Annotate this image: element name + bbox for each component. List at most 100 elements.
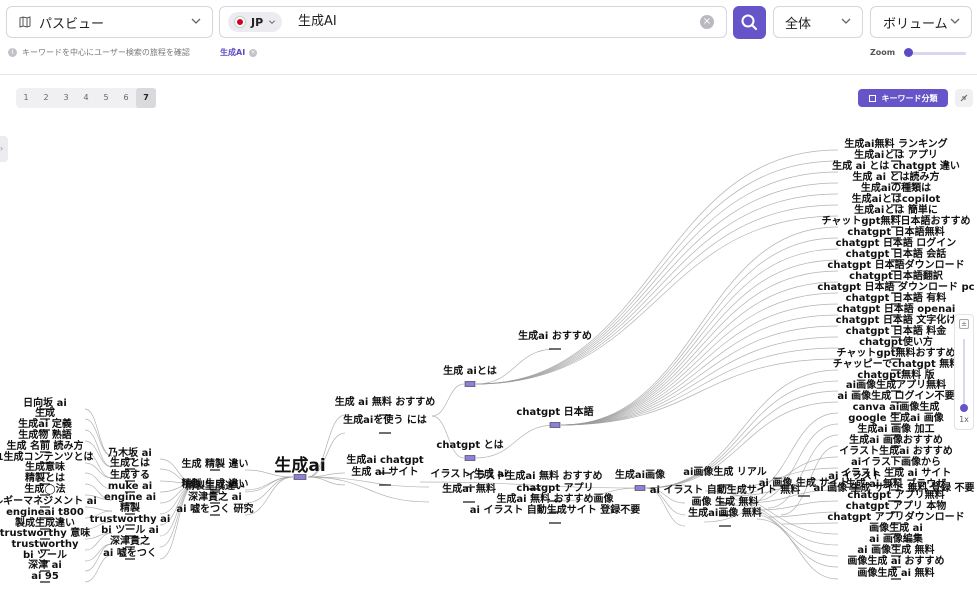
close-icon[interactable]: ×: [249, 48, 258, 57]
vertical-zoom-handle[interactable]: [960, 404, 968, 412]
right-keyword-node[interactable]: chatgpt日本語翻訳: [849, 269, 944, 282]
right-keyword-node[interactable]: chatgpt アプリダウンロード: [827, 510, 964, 523]
right-keyword-node[interactable]: イラスト 生成 ai サイト: [841, 466, 951, 479]
right-keyword-node[interactable]: chatgpt アプリ 本物: [846, 499, 947, 512]
left-keyword-node[interactable]: 生成 精製 違い: [182, 457, 249, 470]
right-keyword-node[interactable]: chatgpt 日本語 有料: [846, 291, 947, 304]
middle-keyword-node[interactable]: 生成ai おすすめ: [518, 329, 592, 342]
right-keyword-node[interactable]: chatgpt 日本語ダウンロード: [827, 258, 964, 271]
keyword-classification-button[interactable]: キーワード分類: [858, 89, 948, 107]
fit-icon[interactable]: ±: [959, 319, 969, 329]
left-keyword-node[interactable]: bi ツール ai: [101, 524, 159, 536]
left-keyword-node[interactable]: engineai t800: [6, 507, 84, 518]
sort-select[interactable]: ボリューム: [870, 6, 972, 38]
middle-keyword-node[interactable]: 生成ai 無料: [442, 482, 496, 495]
view-select[interactable]: パスビュー: [6, 6, 213, 38]
right-keyword-node[interactable]: 画像生成 ai おすすめ: [847, 554, 944, 567]
collapse-button[interactable]: [955, 89, 973, 107]
right-keyword-node[interactable]: 生成ai 画像 加工: [857, 422, 934, 435]
left-keyword-node[interactable]: ai 95: [31, 571, 59, 582]
left-keyword-node[interactable]: ai 嘘をつく: [103, 546, 157, 559]
right-keyword-node[interactable]: ai画像生成アプリ無料: [846, 378, 946, 391]
vertical-zoom-slider[interactable]: [963, 339, 965, 409]
right-keyword-node[interactable]: canva ai画像生成: [853, 400, 940, 413]
step-5[interactable]: 5: [103, 93, 109, 102]
middle-keyword-node[interactable]: ai イラスト 自動生成サイト 登録不要: [470, 503, 640, 516]
right-keyword-node[interactable]: chatgpt 日本語 文字化け: [836, 313, 957, 326]
left-keyword-node[interactable]: 精製 生成 違い: [182, 477, 249, 490]
right-keyword-node[interactable]: 生成 ai とは chatgpt 違い: [832, 159, 960, 172]
step-3[interactable]: 3: [63, 93, 69, 102]
middle-node-bar[interactable]: [464, 455, 476, 461]
left-keyword-node[interactable]: 生成: [35, 406, 55, 419]
left-keyword-node[interactable]: trustworthy 意味: [0, 526, 90, 539]
right-keyword-node[interactable]: チャットgpt無料おすすめ: [837, 346, 956, 359]
step-6[interactable]: 6: [123, 93, 129, 102]
right-keyword-node[interactable]: chatgpt 日本語 料金: [846, 324, 948, 337]
right-keyword-node[interactable]: チャットgpt無料日本語おすすめ: [822, 214, 971, 227]
left-keyword-node[interactable]: 生成意味: [25, 460, 65, 473]
middle-keyword-node[interactable]: chatgpt アプリ: [516, 481, 593, 494]
step-2[interactable]: 2: [43, 93, 49, 102]
right-keyword-node[interactable]: aiイラスト画像から: [851, 455, 941, 468]
right-keyword-node[interactable]: chatgpt 日本語 会話: [846, 247, 947, 260]
step-7[interactable]: 7: [136, 88, 156, 108]
left-keyword-node[interactable]: trustworthy: [11, 539, 79, 550]
scope-select[interactable]: 全体: [773, 6, 863, 38]
left-keyword-node[interactable]: ルギーマネジメント ai: [0, 494, 97, 507]
right-keyword-node[interactable]: chatgpt 日本語 ダウンロード pc: [817, 280, 974, 293]
left-keyword-node[interactable]: 1生成コンテンツとは: [0, 450, 93, 463]
right-keyword-node[interactable]: chatgpt アプリ無料: [847, 488, 944, 501]
right-keyword-node[interactable]: 生成aiとはcopilot: [852, 192, 941, 205]
left-keyword-node[interactable]: bi ツール: [23, 549, 67, 561]
right-keyword-node[interactable]: 生成aiとは 簡単に: [854, 203, 938, 216]
left-keyword-node[interactable]: 深津貴之: [110, 534, 150, 547]
middle-keyword-node[interactable]: 生成 ai 無料 おすすめ: [335, 395, 436, 408]
left-keyword-node[interactable]: 精製: [120, 501, 140, 514]
step-1[interactable]: 1: [23, 93, 29, 102]
right-keyword-node[interactable]: ai 画像生成 無料: [857, 543, 934, 556]
right-keyword-node[interactable]: 画像生成 ai 無料: [857, 566, 934, 579]
right-keyword-node[interactable]: chatgpt 日本語無料: [847, 225, 944, 238]
search-input[interactable]: [298, 7, 678, 37]
middle-keyword-node[interactable]: ai 画像 生成 サイト: [759, 476, 850, 489]
middle-node-bar[interactable]: [549, 422, 561, 428]
left-keyword-node[interactable]: ai 嘘をつく 研究: [176, 502, 253, 515]
right-keyword-node[interactable]: 生成 ai とは読み方: [852, 170, 939, 183]
middle-keyword-node[interactable]: イラスト生成ai 無料 おすすめ: [466, 469, 603, 482]
left-keyword-node[interactable]: 生成◯法: [24, 482, 65, 495]
middle-keyword-node[interactable]: chatgpt とは: [436, 439, 503, 451]
middle-keyword-node[interactable]: 生成 aiとは: [443, 364, 497, 377]
right-keyword-node[interactable]: 生成ai無料 ランキング: [844, 137, 947, 150]
zoom-slider[interactable]: [908, 52, 966, 55]
right-keyword-node[interactable]: 画像生成 ai: [869, 521, 923, 534]
middle-keyword-node[interactable]: 生成ai画像 無料: [688, 506, 762, 519]
middle-keyword-node[interactable]: ai 画像 生成 サイト 無料 登録 不要: [813, 481, 974, 494]
left-keyword-node[interactable]: 深津貴之 ai: [188, 490, 242, 503]
center-keyword-node[interactable]: 生成ai: [274, 455, 325, 476]
sidebar-toggle[interactable]: ›: [0, 136, 8, 162]
middle-keyword-node[interactable]: chatgpt 日本語: [516, 405, 593, 418]
left-keyword-node[interactable]: engine ai: [104, 492, 156, 503]
left-keyword-node[interactable]: 生成ai 定義: [18, 417, 72, 430]
middle-keyword-node[interactable]: 生成 ai サイト: [351, 465, 418, 478]
middle-keyword-node[interactable]: 生成ai chatgpt: [346, 453, 424, 466]
left-keyword-node[interactable]: 生成 名前 読み方: [7, 439, 84, 452]
left-keyword-node[interactable]: 深津 ai: [28, 558, 62, 571]
right-keyword-node[interactable]: イラスト生成ai おすすめ: [839, 444, 952, 457]
right-keyword-node[interactable]: 生成aiの種類は: [861, 181, 931, 194]
right-keyword-node[interactable]: chatgpt使い方: [859, 335, 933, 348]
left-keyword-node[interactable]: 乃木坂 ai: [107, 446, 152, 459]
left-keyword-node[interactable]: trustworthy ai: [90, 514, 171, 525]
right-keyword-node[interactable]: google 生成ai 画像: [848, 411, 944, 424]
middle-keyword-node[interactable]: 生成ai画像: [615, 468, 666, 481]
right-keyword-node[interactable]: 生成aiとは アプリ: [854, 148, 938, 161]
left-keyword-node[interactable]: 日向坂 ai: [23, 396, 67, 409]
left-keyword-node[interactable]: 生成物 熟語: [18, 428, 71, 441]
right-keyword-node[interactable]: 生成ai 画像おすすめ: [849, 433, 943, 446]
left-keyword-node[interactable]: 製成生成違い: [14, 516, 75, 529]
right-keyword-node[interactable]: ai 画像編集: [869, 532, 924, 545]
middle-keyword-node[interactable]: 生成ai 無料 おすすめ画像: [496, 492, 614, 505]
search-button[interactable]: [733, 6, 766, 39]
